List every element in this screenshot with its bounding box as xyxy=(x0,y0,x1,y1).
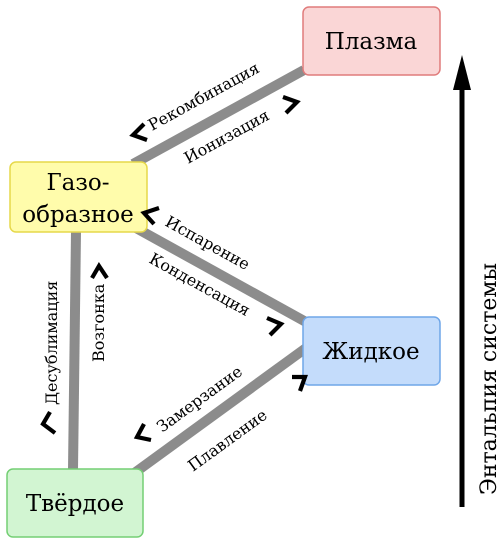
state-liquid-label: Жидкое xyxy=(322,339,419,365)
deposition-label: Десублимация xyxy=(42,281,61,405)
enthalpy-arrow-up-icon xyxy=(453,55,471,90)
state-liquid: Жидкое xyxy=(302,316,441,386)
connector-solid-liquid xyxy=(130,343,309,479)
state-solid: Твёрдое xyxy=(6,468,144,538)
melting-label: Плавление xyxy=(184,405,270,475)
state-gas-label-line2: образное xyxy=(22,202,133,228)
deposition-arrow-icon xyxy=(40,410,57,435)
state-plasma: Плазма xyxy=(302,6,441,76)
recombination-arrow-icon xyxy=(129,122,148,142)
freezing-arrow-icon xyxy=(133,423,152,443)
sublimation-arrow-icon xyxy=(90,262,109,280)
state-liquid-box xyxy=(302,316,441,386)
state-plasma-box xyxy=(302,6,441,76)
connector-gas-plasma xyxy=(130,65,307,169)
ionization-arrow-icon xyxy=(282,95,301,115)
state-solid-label: Твёрдое xyxy=(26,491,124,517)
state-plasma-label: Плазма xyxy=(325,29,418,55)
state-gas-box xyxy=(9,161,148,233)
connector-gas-liquid xyxy=(133,223,309,327)
connector-gas-solid xyxy=(68,230,81,471)
transition-sublimation: Возгонка xyxy=(89,262,109,362)
evaporation-arrow-icon xyxy=(140,206,160,226)
state-gas-label-line1: Газо- xyxy=(46,170,109,196)
enthalpy-axis: Энтальпия системы xyxy=(453,55,500,507)
melting-arrow-icon xyxy=(292,374,308,392)
condensation-arrow-icon xyxy=(266,316,285,337)
state-solid-box xyxy=(6,468,144,538)
transition-deposition: Десублимация xyxy=(40,281,61,435)
state-gas: Газо- образное xyxy=(9,161,148,233)
sublimation-label: Возгонка xyxy=(89,283,108,362)
enthalpy-axis-label: Энтальпия системы xyxy=(477,263,500,495)
connectors xyxy=(68,65,309,479)
